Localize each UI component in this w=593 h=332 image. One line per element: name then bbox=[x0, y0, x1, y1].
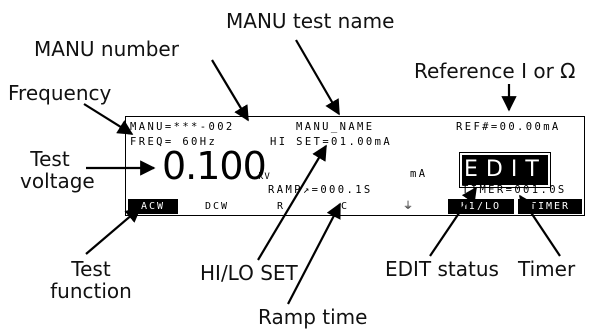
arrow-frequency bbox=[83, 103, 134, 135]
callout-test-voltage-line2: voltage bbox=[20, 169, 95, 193]
arrow-hilo-set bbox=[257, 144, 327, 261]
softkey-ground-icon[interactable]: ⏚ bbox=[403, 201, 415, 212]
callout-manu-number: MANU number bbox=[34, 37, 179, 61]
arrow-test-name bbox=[295, 39, 340, 116]
callout-test-function-line1: Test bbox=[71, 257, 111, 281]
hi-set-value: HI SET=01.00mA bbox=[270, 136, 393, 148]
arrow-timer bbox=[519, 194, 561, 257]
timer-value: TIMER=001.0S bbox=[462, 184, 567, 196]
callout-test-function-line2: function bbox=[50, 279, 132, 303]
callout-reference: Reference I or Ω bbox=[414, 59, 576, 83]
softkey-r[interactable]: R bbox=[276, 201, 286, 212]
callout-frequency: Frequency bbox=[8, 81, 112, 105]
manu-number-value: MANU=***-002 bbox=[130, 121, 235, 133]
current-unit: mA bbox=[410, 168, 428, 180]
arrow-test-function bbox=[85, 207, 142, 255]
arrow-manu-number bbox=[211, 59, 249, 122]
softkey-dcw[interactable]: DCW bbox=[204, 201, 230, 212]
frequency-value: FREQ= 60Hz bbox=[130, 136, 218, 148]
callout-hilo-set: HI/LO SET bbox=[200, 261, 298, 285]
callout-ramp-time: Ramp time bbox=[258, 305, 368, 329]
ramp-time-value: RAMP↗=000.1S bbox=[268, 184, 373, 196]
callout-edit-status: EDIT status bbox=[385, 257, 499, 281]
callout-test-function: Test function bbox=[46, 258, 136, 302]
edit-status-indicator: EDIT bbox=[459, 152, 551, 188]
arrow-edit-status bbox=[429, 186, 477, 257]
callout-manu-test-name: MANU test name bbox=[226, 9, 395, 33]
softkey-c[interactable]: C bbox=[340, 201, 350, 212]
callout-test-voltage: Test voltage bbox=[20, 147, 95, 193]
arrow-ramp-time bbox=[287, 202, 341, 305]
test-name-value: MANU_NAME bbox=[296, 121, 375, 133]
voltage-unit: kV bbox=[258, 172, 271, 182]
test-voltage-value: 0.100 bbox=[162, 144, 267, 188]
callout-test-voltage-line1: Test bbox=[30, 147, 70, 171]
callout-timer: Timer bbox=[518, 257, 576, 281]
reference-value: REF#=00.00mA bbox=[456, 121, 561, 133]
